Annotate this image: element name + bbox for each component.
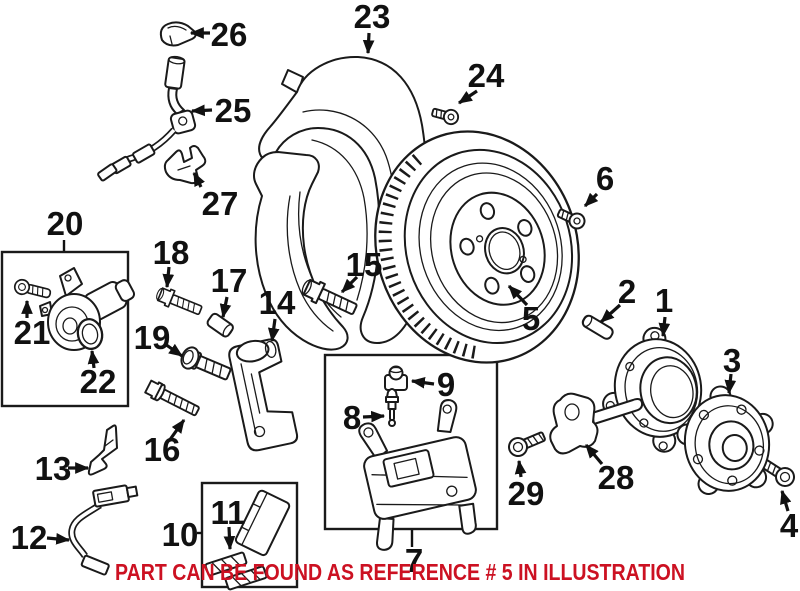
callout-label-19: 19	[134, 319, 171, 356]
callout-label-16: 16	[144, 431, 181, 468]
part-stud-2	[579, 312, 616, 342]
callout-26: 26	[189, 16, 248, 53]
part-wheel-bearing	[602, 326, 703, 453]
part-brake-caliper	[358, 399, 477, 551]
part-wear-sensor-wire	[68, 484, 139, 576]
part-bolt-16	[143, 377, 203, 421]
part-sensor-bracket	[163, 145, 207, 185]
callout-label-1: 1	[655, 282, 673, 319]
callout-5: 5	[507, 284, 540, 337]
part-bolt-29	[505, 426, 549, 460]
callout-label-23: 23	[354, 0, 391, 35]
box-epb-actuator	[0, 250, 130, 408]
callout-11: 11	[211, 494, 246, 551]
callout-16: 16	[144, 419, 186, 468]
callout-28: 28	[584, 443, 635, 496]
callout-label-5: 5	[522, 300, 540, 337]
callout-27: 27	[192, 171, 239, 222]
callout-20: 20	[47, 205, 84, 251]
callout-label-26: 26	[211, 16, 248, 53]
callout-1: 1	[655, 282, 673, 338]
callout-label-15: 15	[346, 246, 383, 283]
callout-label-6: 6	[596, 160, 614, 197]
callout-23: 23	[354, 0, 391, 55]
part-caliper-cap-9	[384, 365, 408, 391]
callout-19: 19	[134, 319, 183, 358]
callout-18: 18	[153, 234, 190, 289]
callout-label-13: 13	[35, 450, 72, 487]
callout-label-22: 22	[80, 363, 117, 400]
callout-12: 12	[11, 519, 71, 556]
callout-14: 14	[259, 284, 296, 343]
callout-label-24: 24	[468, 57, 505, 94]
box-caliper	[323, 353, 499, 531]
callout-label-2: 2	[618, 273, 636, 310]
callout-label-29: 29	[508, 475, 545, 512]
callout-label-28: 28	[598, 459, 635, 496]
callout-8: 8	[343, 399, 386, 436]
part-o-ring-22	[76, 317, 104, 351]
part-shield-screw-24	[429, 104, 461, 127]
part-bolt-18	[153, 284, 205, 320]
callout-3: 3	[723, 342, 741, 395]
part-pad-shims	[204, 551, 268, 591]
reference-banner: PART CAN BE FOUND AS REFERENCE # 5 IN IL…	[115, 559, 685, 585]
callout-label-12: 12	[11, 519, 48, 556]
callout-24: 24	[458, 57, 505, 105]
part-brake-rotor	[374, 130, 580, 364]
part-actuator-bolt-21	[12, 277, 53, 302]
callout-label-14: 14	[259, 284, 296, 321]
parts	[12, 21, 799, 591]
callout-15: 15	[340, 246, 383, 294]
callout-label-9: 9	[437, 366, 455, 403]
callout-10: 10	[162, 516, 202, 553]
detail-boxes	[0, 250, 499, 589]
part-sensor-arm-bracket	[549, 392, 644, 455]
callout-label-17: 17	[211, 262, 248, 299]
part-brake-pad	[234, 489, 291, 557]
part-guide-pin-17	[204, 311, 236, 340]
part-sensor-clip	[159, 21, 197, 47]
part-abs-sensor	[97, 55, 197, 182]
part-caliper-carrier	[228, 338, 299, 452]
callout-label-8: 8	[343, 399, 361, 436]
callout-17: 17	[211, 262, 248, 319]
callout-label-20: 20	[47, 205, 84, 242]
callout-13: 13	[35, 450, 90, 487]
callout-label-10: 10	[162, 516, 199, 553]
callout-label-25: 25	[215, 92, 252, 129]
callout-label-21: 21	[14, 314, 51, 351]
callout-9: 9	[410, 366, 455, 403]
callout-25: 25	[190, 92, 252, 129]
callouts: 1 2 3 4 5 6 7 8 9 10 11 12 13 14 15 16 1…	[11, 0, 799, 579]
part-guide-bolt-19	[177, 343, 234, 386]
callout-label-18: 18	[153, 234, 190, 271]
callout-label-7: 7	[405, 542, 423, 579]
callout-22: 22	[80, 349, 117, 400]
box-brake-pads	[200, 481, 299, 589]
callout-29: 29	[508, 459, 545, 512]
callout-7: 7	[405, 530, 423, 579]
callout-label-3: 3	[723, 342, 741, 379]
callout-label-4: 4	[780, 507, 799, 544]
part-hose-bracket	[87, 424, 118, 476]
callout-21: 21	[14, 299, 51, 351]
callout-2: 2	[599, 273, 636, 324]
part-bleeder-valve-8	[385, 388, 399, 427]
callout-6: 6	[583, 160, 614, 208]
callout-4: 4	[780, 489, 799, 544]
callout-label-11: 11	[211, 494, 246, 531]
callout-label-27: 27	[202, 185, 239, 222]
